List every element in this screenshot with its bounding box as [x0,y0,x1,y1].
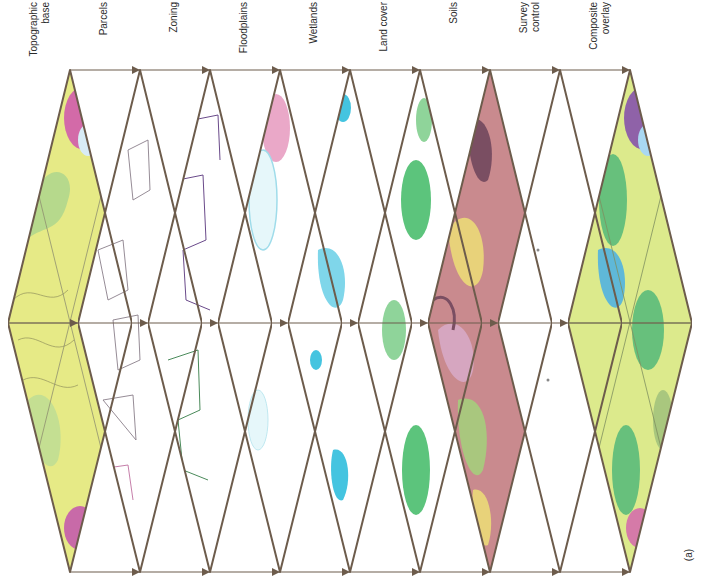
layer-label: Topographic base [28,2,51,62]
layer-arrow [70,69,140,70]
map-layer: Wetlands [288,0,412,582]
layer-outline [428,0,552,582]
map-layer: Survey control [498,0,622,582]
composite-map [568,60,698,580]
layer-arrow [210,69,280,70]
layer-arrow [350,69,420,70]
map-layer: Topographic base [8,0,132,582]
layer-outline [8,0,132,582]
map-layer: Composite overlay [568,0,692,582]
wetland-map [288,60,418,580]
layer-arrow [560,69,630,70]
layer-label: Composite overlay [588,2,611,62]
layer-label: Soils [448,2,460,62]
layer-label: Land cover [378,2,390,62]
layer-label: Parcels [98,2,110,62]
layer-label: Wetlands [308,2,320,62]
layer-arrow [490,69,560,70]
layer-outline [568,0,692,582]
layer-arrow [420,69,490,70]
layer-outline [288,0,412,582]
guide-line [8,323,692,572]
map-layer: Zoning [148,0,272,582]
guide-arrowheads [70,319,630,576]
layer-outline [498,0,622,582]
figure-tag: (a) [683,544,695,566]
layer-outline [358,0,482,582]
layer-outline [78,0,202,582]
layer-outline [218,0,342,582]
layer-outline [148,0,272,582]
map-layer: Parcels [78,0,202,582]
layer-label: Zoning [168,2,180,62]
layer-label: Survey control [518,2,541,62]
layer-arrow [280,69,350,70]
layer-label: Floodplains [238,2,250,62]
map-layer: Soils [428,0,552,582]
map-layer: Land cover [358,0,482,582]
layer-arrow [140,69,210,70]
map-layer: Floodplains [218,0,342,582]
